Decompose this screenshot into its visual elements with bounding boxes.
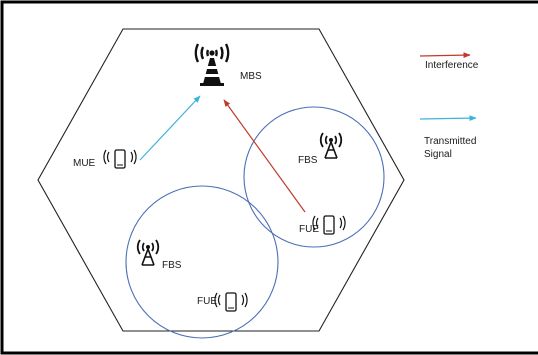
mobile-phone-icon	[103, 149, 137, 169]
legend-interference-label: Interference	[425, 60, 479, 71]
fbs-left-label: FBS	[162, 260, 182, 271]
legend-transmitted-label-line2: Signal	[424, 149, 452, 160]
legend-interference-arrow	[419, 52, 471, 59]
mobile-phone-icon	[214, 292, 248, 312]
interference-arrow-fue	[223, 99, 306, 213]
legend-signal-arrow	[419, 115, 477, 121]
femto-cell-circle-right	[243, 106, 385, 248]
macro-cell-hexagon	[37, 28, 405, 332]
macro-tower-icon	[194, 43, 230, 86]
mobile-phone-icon	[312, 215, 346, 235]
femto-cell-circle-left	[125, 185, 279, 339]
mue-label: MUE	[73, 158, 96, 169]
mbs-label: MBS	[240, 71, 262, 82]
fbs-right-label: FBS	[298, 155, 318, 166]
legend-transmitted-label-line1: Transmitted	[424, 136, 477, 147]
femto-antenna-icon	[319, 132, 343, 159]
fue-right-label: FUE	[299, 224, 319, 235]
transmitted-signal-arrow-mue	[139, 95, 201, 161]
femto-antenna-icon	[136, 239, 160, 266]
fue-left-label: FUE	[197, 296, 217, 307]
